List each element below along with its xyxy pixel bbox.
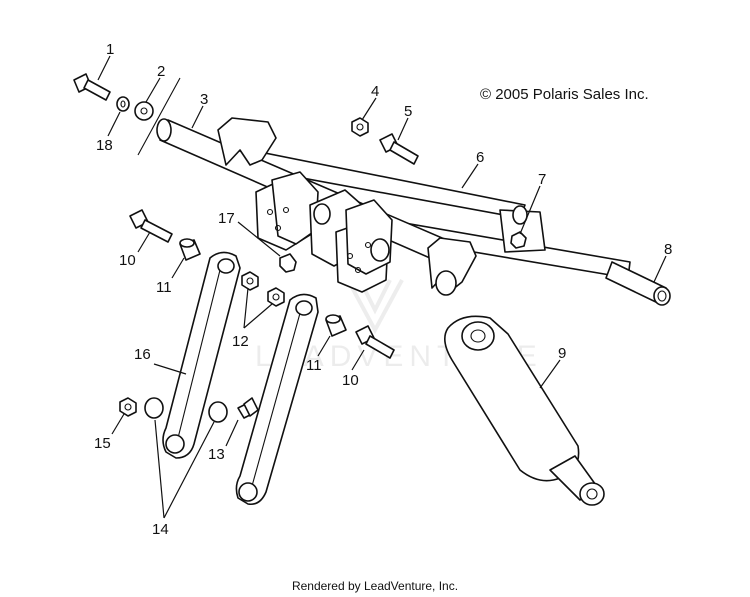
- nut-4: [351, 117, 369, 137]
- lock-washer-18: [116, 96, 130, 112]
- nut-12-b: [267, 287, 285, 307]
- callout-12: 12: [232, 333, 249, 350]
- washer-2: [134, 101, 154, 121]
- leader-lines: [97, 55, 667, 519]
- callout-2: 2: [157, 63, 165, 80]
- grease-fitting-17: [279, 253, 297, 273]
- cut-line: [137, 77, 181, 156]
- shock-absorber-9: [444, 315, 605, 506]
- callout-3: 3: [200, 91, 208, 108]
- link-arm-16: [162, 251, 241, 459]
- callout-10-upper: 10: [119, 252, 136, 269]
- callout-18: 18: [96, 137, 113, 154]
- callout-numbers: 1 2 3 4 5 6 7 8 9 10 10 11 11 12 13 14 1…: [94, 41, 672, 538]
- callout-16: 16: [134, 346, 151, 363]
- bolt-10-upper: [129, 209, 173, 243]
- rear-shaft-8: [605, 261, 671, 306]
- nut-15: [119, 397, 137, 417]
- callout-11-lower: 11: [306, 357, 322, 374]
- callout-7: 7: [538, 171, 546, 188]
- callout-10-lower: 10: [342, 372, 359, 389]
- callout-13: 13: [208, 446, 225, 463]
- bolt-13: [237, 397, 259, 419]
- callout-5: 5: [404, 103, 412, 120]
- bolt-5: [379, 133, 419, 165]
- callout-14: 14: [152, 521, 169, 538]
- callout-4: 4: [371, 83, 379, 100]
- bolt-1: [73, 73, 111, 101]
- bolt-10-lower: [355, 325, 395, 359]
- callout-15: 15: [94, 435, 111, 452]
- washer-14-b: [208, 401, 228, 423]
- callout-17: 17: [218, 210, 235, 227]
- link-arm-right: [235, 293, 319, 506]
- mounting-plates: [255, 171, 393, 293]
- callout-1: 1: [106, 41, 114, 58]
- bushing-11-upper: [179, 238, 201, 261]
- copyright-text: © 2005 Polaris Sales Inc.: [480, 86, 649, 103]
- washer-14-a: [144, 397, 164, 419]
- grease-fitting-7: [510, 231, 527, 249]
- callout-6: 6: [476, 149, 484, 166]
- callout-11-upper: 11: [156, 279, 172, 296]
- bushing-11-lower: [325, 314, 347, 337]
- footer-text: Rendered by LeadVenture, Inc.: [292, 579, 458, 593]
- callout-9: 9: [558, 345, 566, 362]
- nut-12-a: [241, 271, 259, 291]
- callout-8: 8: [664, 241, 672, 258]
